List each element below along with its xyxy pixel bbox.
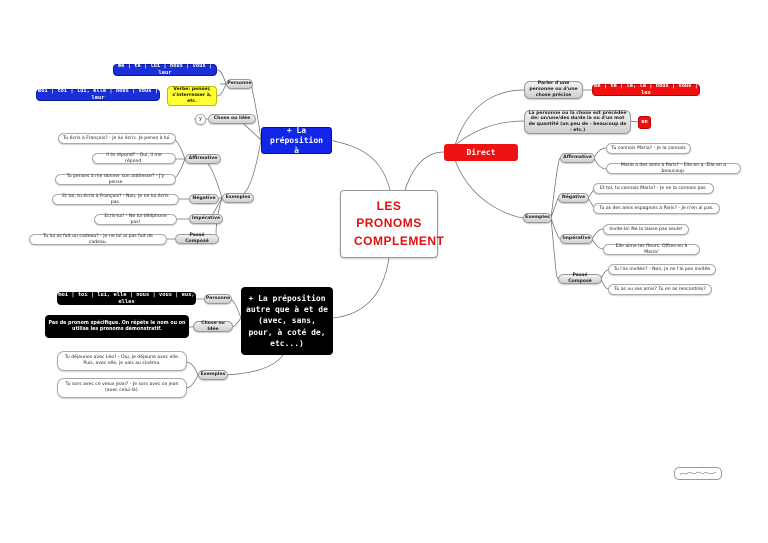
example-imp-direct-2[interactable]: Elle aime les fleurs. Offres-en à Maria! — [603, 244, 700, 255]
node-parler[interactable]: Parler d'une personne ou d'une chose pré… — [524, 81, 583, 99]
node-pronouns-personne-a[interactable]: me | te | lui | nous | vous | leur — [113, 63, 217, 76]
node-exemples-autre[interactable]: Exemples — [198, 370, 228, 380]
node-pronouns-direct[interactable]: me | te | le, la | nous | vous | les — [592, 83, 700, 96]
node-exemples-direct[interactable]: Exemples — [523, 213, 552, 223]
topic-preposition-autre[interactable]: + La préposition autre que à et de (avec… — [241, 287, 333, 355]
example-passe-direct-2[interactable]: Tu as vu ses amis? Tu en as rencontrés? — [608, 284, 712, 295]
node-personne-autre[interactable]: Personne — [204, 294, 232, 304]
node-verbes[interactable]: Verbe: penser, s'interresser à, etc. — [167, 86, 217, 106]
example-neg-direct-2[interactable]: Tu as des amis espagnols à Paris? - Je n… — [593, 203, 720, 214]
example-aff-a-2[interactable]: Il te répond? - Oui, il me répond. — [92, 153, 176, 164]
node-imperative-direct[interactable]: Impérative — [560, 234, 593, 244]
topic-direct[interactable]: Direct — [444, 144, 518, 161]
signature-logo — [674, 467, 722, 480]
example-imp-direct-1[interactable]: Invite-la! Ne la laisse pas seule! — [603, 224, 689, 235]
topic-preposition-autre-label: + La préposition autre que à et de (avec… — [246, 294, 328, 348]
topic-preposition-a[interactable]: + La préposition à — [261, 125, 332, 155]
example-aff-direct-2[interactable]: Marie a des amis à Paris? - Elle en a. E… — [606, 163, 741, 174]
example-neg-a-1[interactable]: Et toi, tu écris à François? - Non, je n… — [52, 194, 179, 205]
node-pronoun-y[interactable]: y — [195, 114, 206, 125]
node-quantite[interactable]: La personne ou la chose est précédée de:… — [524, 110, 631, 134]
example-autre-1[interactable]: Tu déjeunes avec Léo? - Oui, je déjeune … — [57, 351, 187, 371]
example-aff-a-3[interactable]: Tu penses à me donner son addresse? - J'… — [55, 174, 176, 185]
node-exemples-a[interactable]: Exemples — [222, 193, 254, 203]
signature-scribble-icon — [679, 471, 717, 476]
example-aff-a-1[interactable]: Tu écris à François? - Je lui écris. Je … — [58, 133, 176, 144]
node-pronouns-verbes[interactable]: moi | toi | lui, elle | nous | vous | le… — [36, 88, 160, 101]
node-pronoun-en[interactable]: en — [638, 116, 651, 129]
node-affirmative-a[interactable]: Affirmative — [185, 154, 221, 164]
node-passe-direct[interactable]: Passé Composé — [558, 273, 602, 284]
central-title-text: LES PRONOMS COMPLEMENT — [354, 198, 445, 248]
node-personne-a[interactable]: Personne — [226, 79, 253, 89]
central-title[interactable]: LES PRONOMS COMPLEMENT — [340, 190, 445, 258]
node-passe-a[interactable]: Passé Composé — [175, 233, 219, 244]
node-chose-autre[interactable]: Chose ou Idée — [193, 321, 233, 332]
node-affirmative-direct[interactable]: Affirmative — [560, 153, 595, 163]
example-autre-2[interactable]: Tu sors avec ce vieux jean? - Je sors av… — [57, 378, 187, 398]
example-passe-a-1[interactable]: Tu lui as fait un cadeau? - Je ne lui ai… — [29, 234, 167, 245]
example-neg-direct-1[interactable]: Et toi, tu connais Maria? - Je ne la con… — [593, 183, 714, 194]
node-negative-direct[interactable]: Négative — [558, 193, 589, 203]
node-imperative-a[interactable]: Impérative — [189, 214, 223, 224]
topic-preposition-a-label: + La préposition à — [270, 125, 323, 155]
node-chose-a[interactable]: Chose ou Idée — [208, 114, 256, 124]
example-passe-direct-1[interactable]: Tu l'as invitée? - Non, je ne l'ai pas i… — [608, 264, 716, 275]
example-aff-direct-1[interactable]: Tu connais Maria? - Je la connais — [606, 143, 691, 154]
node-negative-a[interactable]: Négative — [189, 194, 219, 204]
node-pronouns-personne-autre[interactable]: moi | toi | lui, elle | nous | vous | eu… — [57, 291, 196, 305]
example-imp-a-1[interactable]: Ecris-lui! - Ne lui téléphone pas! — [94, 214, 177, 225]
node-chose-autre-text[interactable]: Pas de pronom spécifique. On répète le n… — [45, 315, 189, 338]
